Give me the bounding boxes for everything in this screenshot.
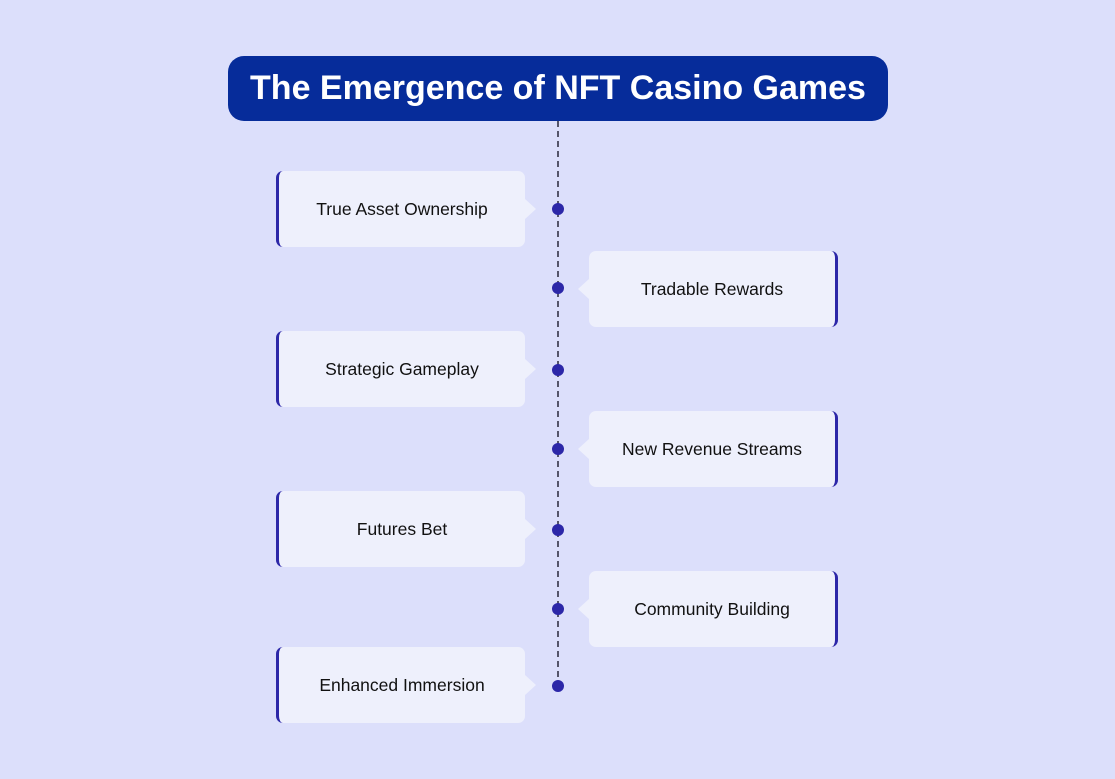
timeline-spine (557, 121, 559, 687)
timeline-item-label: Strategic Gameplay (325, 358, 479, 379)
timeline-item-enhanced-immersion: Enhanced Immersion (276, 647, 536, 723)
timeline-item-futures-bet: Futures Bet (276, 491, 536, 567)
timeline-item-label: Futures Bet (356, 518, 448, 539)
timeline-item-label: Tradable Rewards (640, 278, 784, 299)
timeline-item-strategic-gameplay: Strategic Gameplay (276, 331, 536, 407)
timeline-item-label: True Asset Ownership (316, 198, 488, 219)
diagram-title: The Emergence of NFT Casino Games (228, 56, 888, 121)
timeline-dot (552, 443, 564, 455)
timeline-dot (552, 364, 564, 376)
timeline-item-new-revenue-streams: New Revenue Streams (578, 411, 838, 487)
timeline-dot (552, 282, 564, 294)
timeline-item-label: New Revenue Streams (622, 438, 802, 459)
timeline-item-community-building: Community Building (578, 571, 838, 647)
timeline-dot (552, 524, 564, 536)
timeline-dot (552, 680, 564, 692)
timeline-item-true-asset-ownership: True Asset Ownership (276, 171, 536, 247)
timeline-item-label: Enhanced Immersion (319, 674, 485, 695)
timeline-item-tradable-rewards: Tradable Rewards (578, 251, 838, 327)
timeline-item-label: Community Building (634, 598, 790, 619)
timeline-dot (552, 603, 564, 615)
timeline-dot (552, 203, 564, 215)
